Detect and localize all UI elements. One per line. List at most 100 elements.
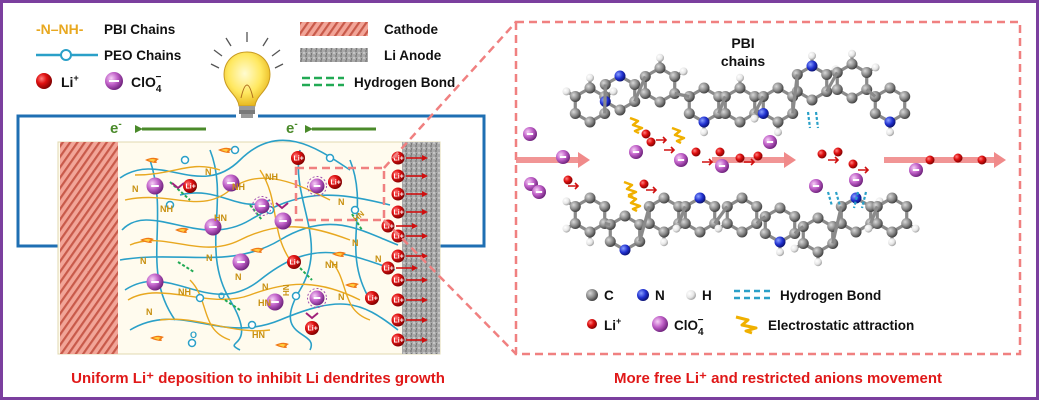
coordination-link [171,182,185,190]
hydrogen-atom [750,114,759,123]
flame-inner [153,337,161,340]
li-ion-text: Li+ [394,298,404,305]
chain-atom-label: NH [265,172,278,182]
anode-legend-swatch [300,48,368,62]
carbon-atom [719,108,731,119]
hydrogen-atom [886,128,894,137]
molecule-bond [865,88,877,98]
interaction-flame-icon [150,335,164,341]
hydrogen-atom [848,49,856,58]
li-anode-block [402,142,440,354]
carbon-atom [812,212,824,224]
carbon-atom [797,238,809,249]
li-migration-arrowhead [422,191,428,197]
li-ion-text: Li+ [384,266,394,273]
detail-panel [514,20,1022,356]
li-detail-legend-label: Li [604,318,616,333]
carbon-atom [901,201,913,212]
carbon-atom [619,210,631,222]
carbon-atom [654,96,666,108]
electron-label-right-text: e [286,120,294,137]
peo-label: PEO Chains [104,48,181,63]
flame-inner [178,229,186,232]
clo4-anion [309,290,325,306]
legend: -N–NH- PBI Chains PEO Chains Li+ ClO4− C… [36,21,455,95]
li-ion: Li+ [381,261,395,275]
hydrogen-bond-detail [826,191,834,207]
hydrogen-atom [774,128,782,137]
hydrogen-atom [586,238,594,247]
carbon-atom [658,226,670,238]
clo4-anion [763,135,777,149]
wire-left [16,114,236,248]
li-motion-arrow [828,156,840,164]
carbon-atom [759,228,771,239]
li-ion-sphere [391,313,405,327]
li-ion [735,153,745,163]
clo4-anion [849,173,863,187]
cathode-legend-swatch [300,22,368,36]
li-motion-arrow [646,186,658,194]
clo4-anion [309,178,325,194]
clo4-legend-sub: 4 [156,84,162,95]
peo-oxygen-node [195,293,205,303]
carbon-atom [694,226,706,238]
li-ion-text: Li+ [394,156,404,163]
li-ion: Li+ [365,291,379,305]
detail-ions [523,111,987,213]
carbon-atom [584,226,596,238]
nitrogen-atom [694,192,706,204]
carbon-atom [899,108,911,119]
cathode-block [60,142,118,354]
li-migration-arrowhead [422,233,428,239]
hydrogen-atom [808,51,816,60]
li-ion: Li+ [391,273,405,287]
li-motion-arrow [702,158,714,166]
flame-inner [253,249,261,252]
electrostatic-lightning-icon [627,194,642,213]
interaction-flame-icon [275,342,289,348]
coordination-link [305,312,319,320]
electrostatic-lightning-icon [671,126,686,145]
flow-arrow-shaft [712,157,786,163]
carbon-atom [884,82,896,94]
li-migration-arrowhead [422,155,428,161]
li-ion: Li+ [287,255,301,269]
hydrogen-atom [562,197,571,206]
flame-inner [278,344,286,347]
interaction-flame-icon [250,247,264,253]
li-ion: Li+ [391,169,405,183]
clo4-anion [146,273,164,291]
li-ion-sphere [953,153,963,163]
molecule-bond [793,225,805,235]
clo4-anion [274,212,292,230]
li-ion: Li+ [391,293,405,307]
carbon-atom [604,236,616,247]
carbon-atom [812,246,824,258]
hbond-detail-label: Hydrogen Bond [780,288,881,303]
anion-coordination-ring [307,176,327,196]
carbon-atom [584,116,596,128]
li-ion-sphere [646,137,656,147]
light-bulb-icon [210,32,284,118]
clo4-anion [629,145,643,159]
li-ion-text: Li+ [394,278,404,285]
carbon-atom [669,71,681,82]
li-ion-sphere [391,333,405,347]
nitrogen-atom [619,244,631,256]
li-migration-arrowhead [422,209,428,215]
flow-arrow-head [784,152,796,168]
carbon-atom [774,202,786,214]
flame-inner [335,253,343,256]
clo4-anion [222,174,240,192]
detail-title-line2: chains [721,53,766,69]
carbon-atom [569,218,581,229]
carbon-atom [734,116,746,128]
li-ion-text: Li+ [394,318,404,325]
hydrogen-bond-link [299,267,313,281]
flame-inner [143,239,151,242]
clo4-anion [204,218,222,236]
